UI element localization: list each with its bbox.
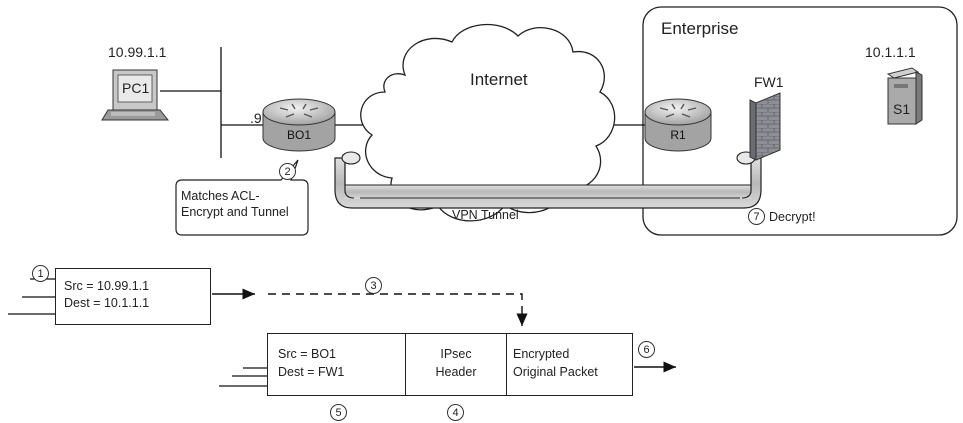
s1-label: S1 [893,101,911,117]
enterprise-label: Enterprise [661,19,739,38]
fw1-label: FW1 [754,74,784,90]
pc1-icon [101,69,170,121]
step-6-badge: 6 [638,341,655,358]
internet-label: Internet [470,70,528,89]
vpn-tunnel-body [345,185,751,199]
step-7-badge: 7 [748,208,765,225]
pc1-ip-label: 10.99.1.1 [108,44,167,60]
decrypt-label: Decrypt! [769,210,816,224]
step-2-badge: 2 [279,163,296,180]
payload-line-1: Encrypted [513,347,570,361]
encrypted-payload: Encrypted Original Packet [507,334,632,395]
new-dest: Dest = FW1 [278,365,345,379]
pc1-label: PC1 [122,80,150,96]
step-4-badge: 4 [447,404,464,421]
s1-ip-label: 10.1.1.1 [865,44,916,60]
bo1-label: BO1 [286,128,311,142]
encrypted-packet: Src = BO1 Dest = FW1 IPsec Header Encryp… [267,333,633,396]
step-5-badge: 5 [330,404,347,421]
callout-line-2: Encrypt and Tunnel [181,205,289,219]
bo1-ip-suffix: .9 [250,110,262,126]
bo1-router-icon [262,98,336,152]
step-1-badge: 1 [32,265,49,282]
s1-server-icon [886,67,923,125]
enterprise-boundary [642,6,958,236]
tunnel-end-left [341,151,361,165]
ipsec-line-2: Header [435,365,477,379]
fw1-firewall-icon [749,92,781,161]
callout-bubble [175,159,309,236]
original-src: Src = 10.99.1.1 [64,279,150,293]
vpn-tunnel-label: VPN Tunnel [452,208,519,222]
ipsec-line-1: IPsec [440,347,472,361]
step-3-badge: 3 [365,277,382,294]
callout-line-1: Matches ACL- [181,189,260,203]
ipsec-header: IPsec Header [406,334,507,395]
new-ip-header: Src = BO1 Dest = FW1 [268,334,406,395]
r1-label: R1 [670,128,686,142]
new-src: Src = BO1 [278,347,337,361]
encapsulation-path [268,293,528,326]
original-packet: Src = 10.99.1.1 Dest = 10.1.1.1 [55,268,211,325]
payload-line-2: Original Packet [513,365,598,379]
r1-router-icon [644,98,712,152]
original-dest: Dest = 10.1.1.1 [64,296,150,310]
